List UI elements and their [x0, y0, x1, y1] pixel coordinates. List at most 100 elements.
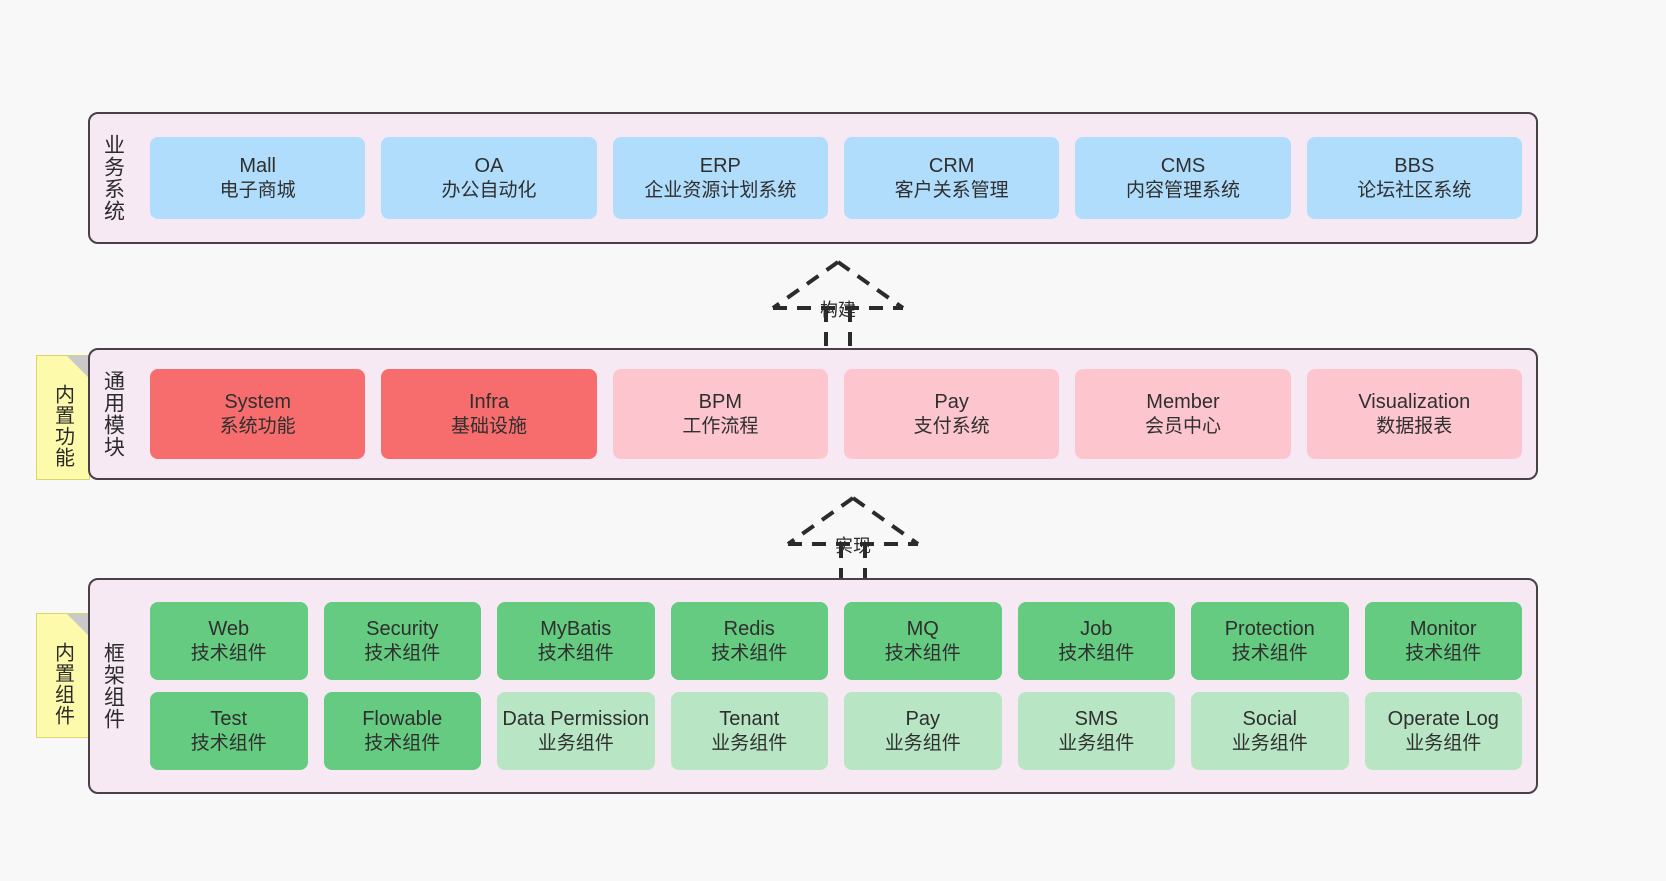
node-infra[interactable]: Infra 基础设施 — [381, 369, 597, 459]
node-title: SMS — [1074, 708, 1118, 731]
note-fold-icon — [67, 356, 89, 378]
node-subtitle: 基础设施 — [450, 415, 527, 437]
node-title: Test — [210, 708, 248, 731]
node-row: Mall 电子商城 OA 办公自动化 ERP 企业资源计划系统 CRM 客户关系… — [150, 137, 1522, 219]
node-tenant[interactable]: Tenant 业务组件 — [670, 692, 828, 770]
node-subtitle: 数据报表 — [1376, 415, 1453, 437]
node-subtitle: 客户关系管理 — [894, 179, 1009, 201]
arrowhead-right-stroke — [836, 260, 905, 310]
node-title: OA — [474, 155, 504, 178]
node-job[interactable]: Job 技术组件 — [1017, 602, 1175, 680]
node-subtitle: 业务组件 — [884, 732, 961, 754]
node-oa[interactable]: OA 办公自动化 — [381, 137, 597, 219]
node-title: MQ — [906, 618, 939, 641]
node-cms[interactable]: CMS 内容管理系统 — [1075, 137, 1291, 219]
node-row: System 系统功能 Infra 基础设施 BPM 工作流程 Pay 支付系统… — [150, 369, 1522, 459]
node-mybatis[interactable]: MyBatis 技术组件 — [497, 602, 655, 680]
node-subtitle: 业务组件 — [1231, 732, 1308, 754]
connector-label-build: 构建 — [820, 300, 856, 320]
node-mall[interactable]: Mall 电子商城 — [150, 137, 366, 219]
node-subtitle: 技术组件 — [364, 642, 441, 664]
node-security[interactable]: Security 技术组件 — [323, 602, 481, 680]
layer-business-system: 业务系统 Mall 电子商城 OA 办公自动化 ERP 企业资源计划系统 CRM — [88, 112, 1538, 244]
node-subtitle: 支付系统 — [913, 415, 990, 437]
layer-body-framework: Web 技术组件 Security 技术组件 MyBatis 技术组件 Redi… — [136, 580, 1536, 792]
node-title: MyBatis — [540, 618, 612, 641]
node-pay-component[interactable]: Pay 业务组件 — [844, 692, 1002, 770]
node-subtitle: 办公自动化 — [441, 179, 537, 201]
node-subtitle: 技术组件 — [1058, 642, 1135, 664]
layer-body-modules: System 系统功能 Infra 基础设施 BPM 工作流程 Pay 支付系统… — [136, 350, 1536, 478]
node-subtitle: 业务组件 — [1405, 732, 1482, 754]
node-subtitle: 技术组件 — [884, 642, 961, 664]
node-title: CMS — [1160, 155, 1206, 178]
note-builtin-component: 内置组件 — [36, 613, 90, 738]
node-subtitle: 技术组件 — [190, 642, 267, 664]
node-member[interactable]: Member 会员中心 — [1075, 369, 1291, 459]
node-erp[interactable]: ERP 企业资源计划系统 — [612, 137, 828, 219]
node-subtitle: 业务组件 — [537, 732, 614, 754]
layer-common-modules: 通用模块 System 系统功能 Infra 基础设施 BPM 工作流程 Pay — [88, 348, 1538, 480]
node-title: BBS — [1394, 155, 1435, 178]
layer-title-framework: 框架组件 — [101, 642, 125, 730]
node-subtitle: 技术组件 — [1231, 642, 1308, 664]
node-subtitle: 论坛社区系统 — [1357, 179, 1472, 201]
layer-framework-components: 框架组件 Web 技术组件 Security 技术组件 MyBatis 技术组件… — [88, 578, 1538, 794]
node-sms[interactable]: SMS 业务组件 — [1017, 692, 1175, 770]
note-builtin-function: 内置功能 — [36, 355, 90, 480]
arrowhead-left-stroke — [786, 496, 855, 546]
node-subtitle: 内容管理系统 — [1125, 179, 1240, 201]
node-subtitle: 技术组件 — [711, 642, 788, 664]
node-operate-log[interactable]: Operate Log 业务组件 — [1364, 692, 1522, 770]
node-system[interactable]: System 系统功能 — [150, 369, 366, 459]
node-subtitle: 系统功能 — [219, 415, 296, 437]
node-crm[interactable]: CRM 客户关系管理 — [843, 137, 1060, 219]
node-subtitle: 业务组件 — [1058, 732, 1135, 754]
node-subtitle: 电子商城 — [219, 179, 296, 201]
layer-body-business: Mall 电子商城 OA 办公自动化 ERP 企业资源计划系统 CRM 客户关系… — [136, 114, 1536, 242]
note-label: 内置功能 — [51, 383, 74, 468]
arrowhead-right-stroke — [851, 496, 920, 546]
node-subtitle: 技术组件 — [1405, 642, 1482, 664]
note-fold-icon — [67, 614, 89, 636]
node-title: Flowable — [362, 708, 443, 731]
node-title: CRM — [928, 155, 975, 178]
connector-implement: 实现 — [778, 494, 928, 589]
node-subtitle: 会员中心 — [1144, 415, 1221, 437]
node-title: Security — [366, 618, 439, 641]
node-flowable[interactable]: Flowable 技术组件 — [323, 692, 481, 770]
node-title: Operate Log — [1387, 708, 1499, 731]
node-title: Social — [1242, 708, 1297, 731]
node-title: BPM — [698, 391, 742, 414]
node-mq[interactable]: MQ 技术组件 — [844, 602, 1002, 680]
node-title: Pay — [934, 391, 969, 414]
node-subtitle: 工作流程 — [682, 415, 759, 437]
layer-title-business: 业务系统 — [101, 134, 125, 222]
node-social[interactable]: Social 业务组件 — [1191, 692, 1349, 770]
node-visualization[interactable]: Visualization 数据报表 — [1306, 369, 1522, 459]
node-subtitle: 技术组件 — [537, 642, 614, 664]
node-web[interactable]: Web 技术组件 — [150, 602, 308, 680]
node-title: Tenant — [719, 708, 780, 731]
node-bpm[interactable]: BPM 工作流程 — [612, 369, 828, 459]
node-title: Job — [1080, 618, 1113, 641]
node-title: Pay — [905, 708, 940, 731]
connector-build: 构建 — [763, 258, 913, 353]
node-title: Monitor — [1409, 618, 1477, 641]
node-data-permission[interactable]: Data Permission 业务组件 — [497, 692, 655, 770]
node-row: Test 技术组件 Flowable 技术组件 Data Permission … — [150, 692, 1522, 770]
node-monitor[interactable]: Monitor 技术组件 — [1364, 602, 1522, 680]
node-bbs[interactable]: BBS 论坛社区系统 — [1306, 137, 1522, 219]
node-title: Member — [1146, 391, 1220, 414]
connector-label-implement: 实现 — [835, 536, 871, 556]
node-subtitle: 技术组件 — [364, 732, 441, 754]
node-protection[interactable]: Protection 技术组件 — [1191, 602, 1349, 680]
node-row: Web 技术组件 Security 技术组件 MyBatis 技术组件 Redi… — [150, 602, 1522, 680]
node-title: Web — [208, 618, 250, 641]
node-pay-module[interactable]: Pay 支付系统 — [843, 369, 1060, 459]
note-label: 内置组件 — [51, 641, 74, 726]
node-subtitle: 技术组件 — [190, 732, 267, 754]
node-test[interactable]: Test 技术组件 — [150, 692, 308, 770]
node-redis[interactable]: Redis 技术组件 — [670, 602, 828, 680]
